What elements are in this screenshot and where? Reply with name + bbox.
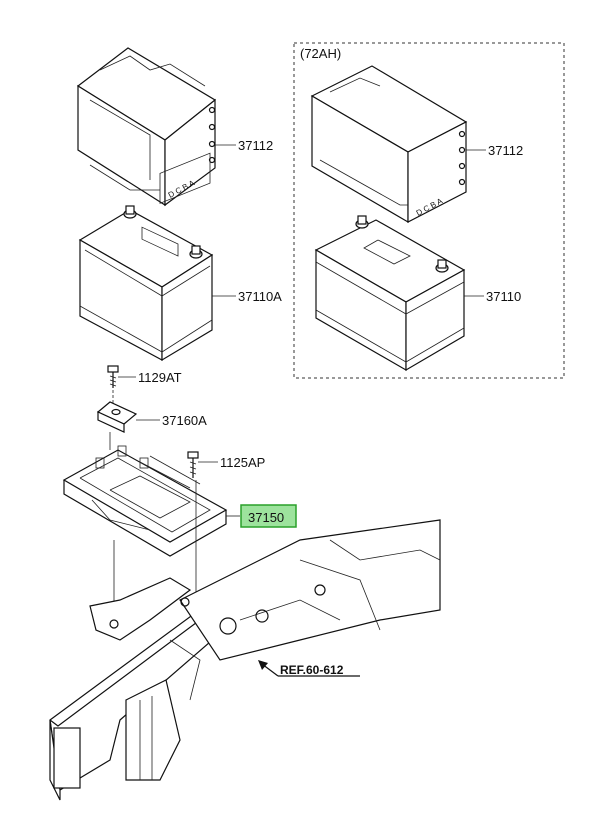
group-box-label: (72AH) [300,46,341,61]
bolt-1125ap [187,451,199,478]
label-reference[interactable]: REF.60-612 [280,663,344,677]
clamp-37160a [96,401,138,450]
group-box-72ah [293,42,565,379]
label-1129at: 1129AT [138,370,182,385]
battery-tray-37150 [62,445,228,557]
label-37110a: 37110A [238,289,282,304]
label-37150[interactable]: 37150 [248,510,284,525]
bolt-1129at [107,365,119,388]
battery-cover-left: D C B A [76,47,217,207]
body-frame [49,519,441,801]
battery-cover-right: D C B A [310,65,468,224]
battery-right [314,215,466,372]
label-37110: 37110 [486,289,521,304]
label-37112-right: 37112 [488,143,523,158]
label-37112-left: 37112 [238,138,273,153]
reference-arrow-head [258,660,268,670]
battery-left [78,205,214,362]
label-1125ap: 1125AP [220,455,265,470]
label-37160a: 37160A [162,413,207,428]
highlight-box-37150[interactable] [240,504,297,528]
